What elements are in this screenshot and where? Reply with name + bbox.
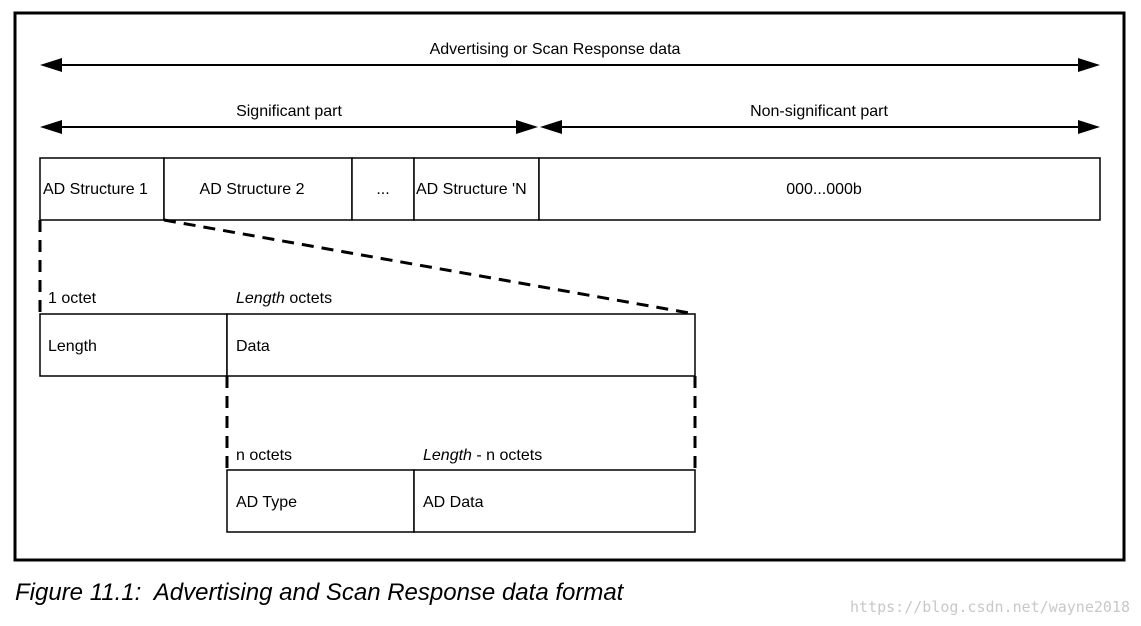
length-cell <box>39 313 228 377</box>
n-octets-label: n octets <box>236 447 292 464</box>
arrow-head-right <box>516 120 538 134</box>
figure-frame <box>13 11 1126 562</box>
figure-caption: Figure 11.1: Advertising and Scan Respon… <box>15 579 625 606</box>
expansion-line-right <box>163 218 696 316</box>
ad-structure-n-label: AD Structure 'N <box>416 181 527 198</box>
arrow-head-left <box>40 120 62 134</box>
full-data-arrow <box>40 58 1100 72</box>
watermark-text: https://blog.csdn.net/wayne2018 <box>850 598 1130 616</box>
non-significant-part-arrow <box>540 120 1100 134</box>
ellipsis-label: ... <box>376 181 389 198</box>
ad-structure-1-label: AD Structure 1 <box>43 181 148 198</box>
ad-data-cell-label: AD Data <box>423 494 484 511</box>
arrow-head-left <box>540 120 562 134</box>
non-significant-part-label: Non-significant part <box>750 103 888 120</box>
zero-padding-cell <box>538 157 1101 221</box>
significant-part-label: Significant part <box>236 103 342 120</box>
arrow-head-right <box>1078 120 1100 134</box>
ad-type-cell-label: AD Type <box>236 494 297 511</box>
ad-structure-n-cell <box>413 157 540 221</box>
ad-structure-1-cell <box>39 157 165 221</box>
significant-part-arrow <box>40 120 538 134</box>
length-octets-label: Length octets <box>236 290 332 307</box>
ad-data-cell <box>413 469 696 533</box>
arrow-head-left <box>40 58 62 72</box>
one-octet-label: 1 octet <box>48 290 97 307</box>
ad-structure-2-label: AD Structure 2 <box>200 181 305 198</box>
ad-structure-2-cell <box>163 157 353 221</box>
full-data-label: Advertising or Scan Response data <box>430 41 681 58</box>
length-cell-label: Length <box>48 338 97 355</box>
arrow-head-right <box>1078 58 1100 72</box>
structure-row <box>39 157 1101 221</box>
length-minus-n-octets-label: Length - n octets <box>423 447 542 464</box>
data-cell <box>226 313 696 377</box>
data-cell-label: Data <box>236 338 270 355</box>
ad-type-cell <box>226 469 415 533</box>
zero-padding-label: 000...000b <box>786 181 862 198</box>
